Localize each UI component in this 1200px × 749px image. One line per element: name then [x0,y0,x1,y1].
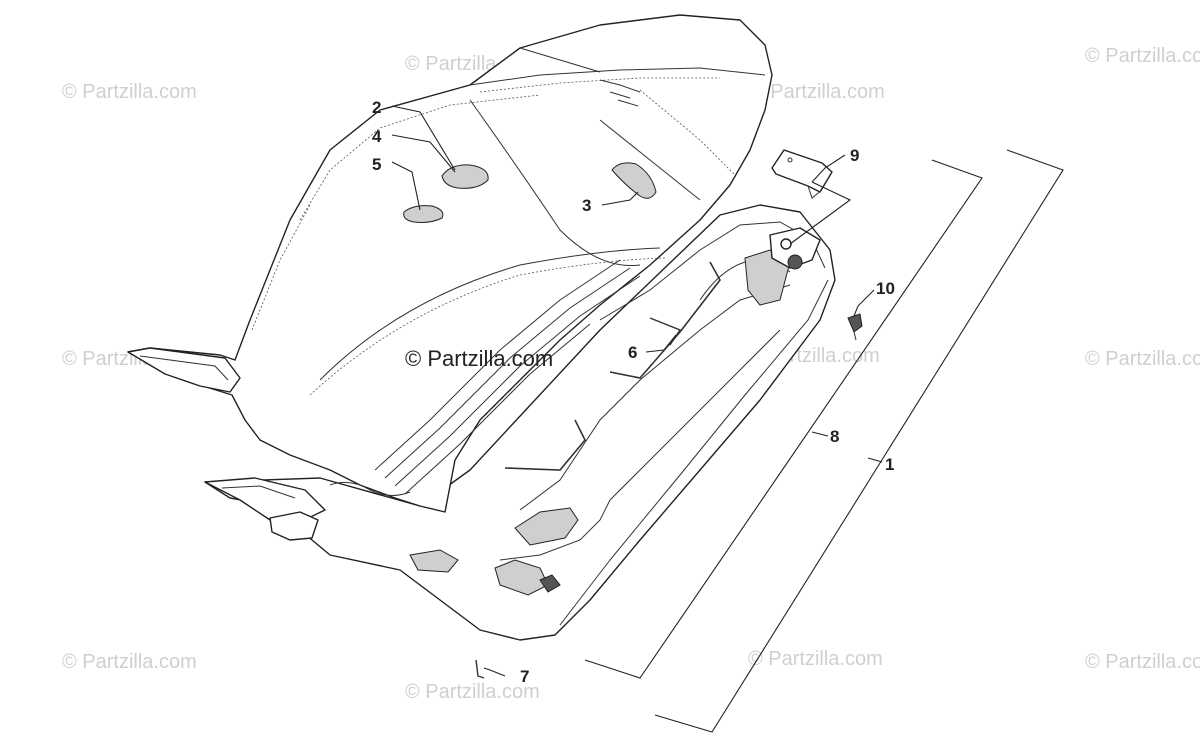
rear-grip-edge [221,485,296,499]
callout-3: 3 [582,196,591,215]
pin-shaft [853,331,857,341]
base-rim-line [559,279,829,626]
seat-tail [127,347,241,393]
bracket-8 [584,159,983,679]
leader-3 [601,191,639,206]
watermark-layer: © Partzilla.com © Partzilla.com © Partzi… [62,45,1200,703]
latch-pivot [780,238,792,250]
seat-stripe [374,259,621,471]
callout-5: 5 [372,155,381,174]
watermark-text: © Partzilla.com [748,648,883,670]
leader-10 [853,289,875,317]
base-cutout [514,507,579,546]
callout-1: 1 [885,455,894,474]
bracket-tab [807,185,823,199]
top-emboss [599,79,641,107]
seat-ridge [519,47,601,73]
latch-housing [769,227,821,269]
seat-panel-line [599,119,701,201]
bracket-1 [654,149,1064,733]
callout-labels: 2 4 5 3 9 10 6 8 1 7 [372,98,895,686]
watermark-text: © Partzilla.com [62,651,197,673]
watermark-text: © Partzilla.com [750,81,885,103]
tick-8 [811,431,829,437]
callout-10: 10 [876,279,895,298]
leader-5 [391,161,421,211]
patch-part-5 [403,205,444,223]
seat-stripe [384,267,631,479]
bracket-part-9 [771,149,833,193]
seat-stripe [394,275,641,487]
seat-tail-edge [139,355,229,381]
rear-grip [204,477,326,523]
clip-part-7 [475,659,485,679]
latch-knob [787,254,803,270]
seat-base-pan [204,204,836,641]
seat-cushion [127,14,773,513]
watermark-text: © Partzilla.com [62,81,197,103]
retainer-wire-part-6 [609,261,721,379]
leader-2 [391,105,456,171]
callout-6: 6 [628,343,637,362]
seat-stitching [251,204,311,331]
leader-7 [483,667,506,677]
watermark-text: © Partzilla.com [1085,45,1200,67]
base-cutout [744,249,791,306]
leader-9-latch [789,181,852,245]
seat-ridge [469,67,766,86]
leader-9-bracket [811,154,846,183]
callout-2: 2 [372,98,381,117]
tick-1 [867,457,883,463]
retainer-wire-part-6 [649,317,682,346]
center-watermark: © Partzilla.com [405,346,553,371]
seat-panel-line [469,99,641,267]
seat-panel-line [319,247,661,381]
base-contour [519,284,791,511]
base-contour [499,499,611,561]
seat-stripe [404,323,591,495]
leader-lines [391,105,1064,733]
leader-4 [391,134,456,173]
leader-6 [645,334,677,353]
callout-7: 7 [520,667,529,686]
base-fastener [539,574,561,593]
callout-9: 9 [850,146,859,165]
callout-8: 8 [830,427,839,446]
base-cutout [409,549,459,573]
logo-emboss [329,481,411,496]
base-contour [609,329,781,501]
strap-part-3 [611,162,657,199]
rear-grip-tab [269,511,319,541]
bracket-hole [787,157,793,163]
pin-part-10 [847,313,863,333]
retainer-wire-part-6 [504,419,586,471]
watermark-text: © Partzilla.com [1085,651,1200,673]
callout-4: 4 [372,127,382,146]
watermark-text: © Partzilla.com [1085,348,1200,370]
seat-stitching [309,257,666,396]
watermark-text: © Partzilla.com [405,681,540,703]
